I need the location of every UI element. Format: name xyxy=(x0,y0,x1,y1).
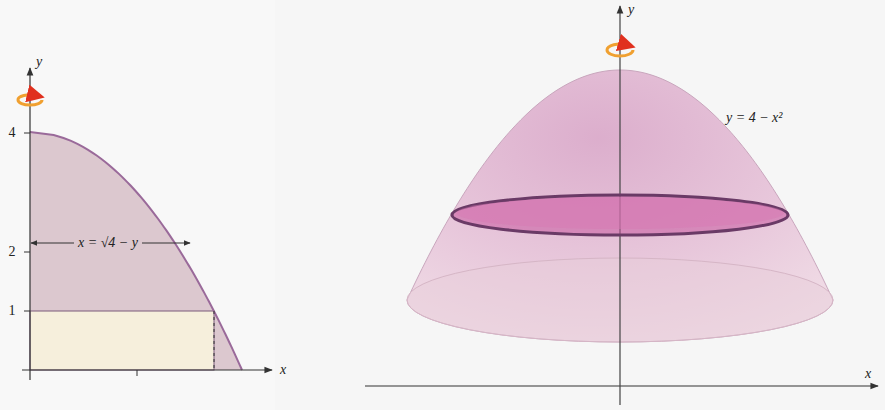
axis-label: y xyxy=(36,55,42,69)
y-axis xyxy=(29,68,30,380)
dashed-line xyxy=(214,311,215,370)
rotation-icon xyxy=(18,95,42,105)
rotation-arc xyxy=(18,100,42,105)
radius-label: x = √4 − y xyxy=(74,235,142,251)
left-panel xyxy=(0,0,275,410)
disk xyxy=(452,195,788,235)
tick-label: 4 xyxy=(9,126,16,140)
x-axis xyxy=(365,385,878,386)
tick xyxy=(24,252,30,253)
tick xyxy=(137,370,138,376)
tick xyxy=(24,133,30,134)
rotation-arc xyxy=(607,44,627,50)
tick-label: 1 xyxy=(9,304,16,318)
axis-label: x xyxy=(865,367,871,381)
x-axis xyxy=(22,369,272,370)
axis-label: y xyxy=(628,3,634,17)
axis-label: x xyxy=(280,363,286,377)
disk-top xyxy=(456,197,784,229)
curve-label: y = 4 − x² xyxy=(726,111,783,125)
curve xyxy=(30,132,242,370)
shaded-region xyxy=(30,132,242,370)
rotation-arc xyxy=(18,95,36,100)
tick xyxy=(24,311,30,312)
rotation-arc xyxy=(607,50,633,56)
tick-label: 2 xyxy=(9,245,16,259)
rotation-icon xyxy=(607,44,633,56)
cylinder-rect xyxy=(30,311,214,370)
